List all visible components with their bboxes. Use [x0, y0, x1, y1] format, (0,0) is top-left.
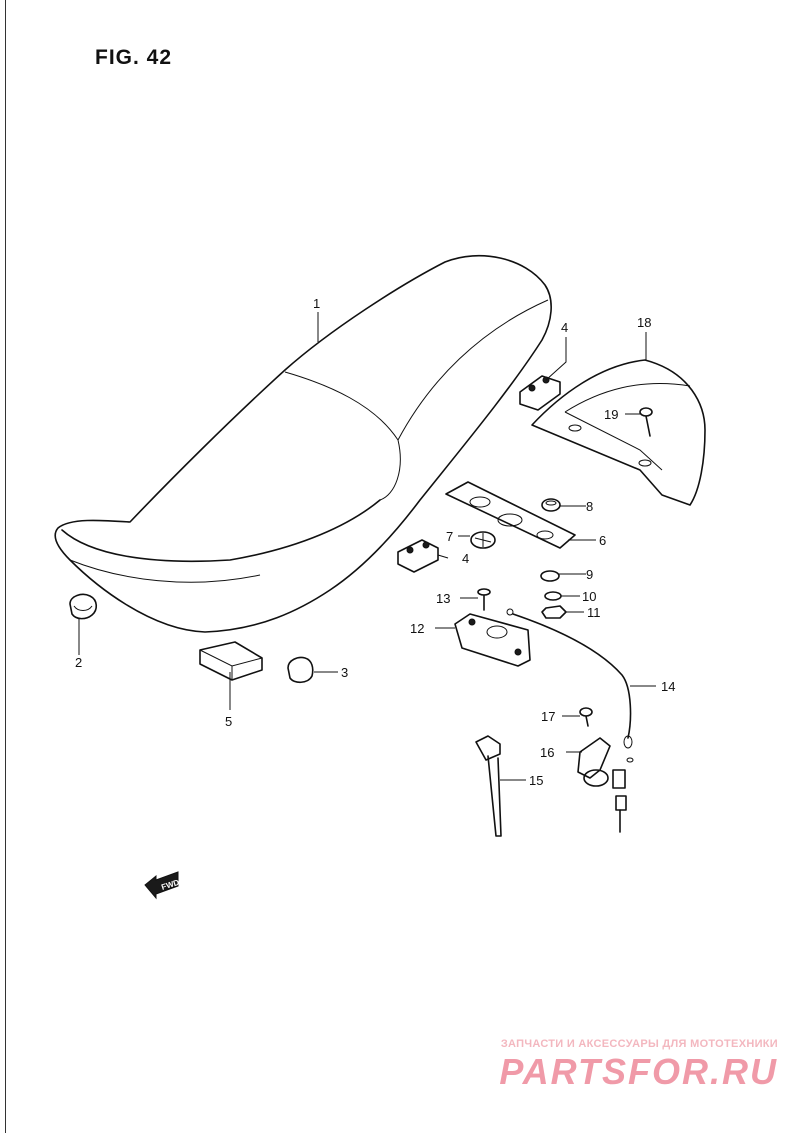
grommet-part[interactable]: [69, 593, 98, 620]
watermark-tagline: ЗАПЧАСТИ И АКСЕССУАРЫ ДЛЯ МОТОТЕХНИКИ: [500, 1038, 778, 1050]
callout-12: 12: [410, 621, 424, 636]
latch-base-part[interactable]: [454, 613, 531, 667]
callout-15: 15: [529, 773, 543, 788]
release-cable-part[interactable]: [506, 608, 634, 763]
callout-17: 17: [541, 709, 555, 724]
callout-13: 13: [436, 591, 450, 606]
nut-11-part[interactable]: [541, 605, 567, 619]
callout-2: 2: [75, 655, 82, 670]
bolt-19-part[interactable]: [639, 407, 653, 437]
figure-title: FIG. 42: [95, 46, 173, 69]
callout-14: 14: [661, 679, 675, 694]
seat-part[interactable]: [54, 254, 552, 633]
page-border: [5, 0, 6, 1133]
washer-10-part[interactable]: [544, 591, 562, 601]
forward-arrow-icon: FWD: [144, 871, 181, 900]
tail-cover-part[interactable]: [531, 359, 706, 506]
washer-9-part[interactable]: [540, 570, 560, 582]
callout-7: 7: [446, 529, 453, 544]
spacer-8-part[interactable]: [541, 498, 561, 512]
watermark-logo: PARTSFOR.RU: [499, 1051, 778, 1092]
leader-lines: [78, 312, 656, 781]
callout-5: 5: [225, 714, 232, 729]
callout-3: 3: [341, 665, 348, 680]
callout-9: 9: [586, 567, 593, 582]
callout-labels: 1 2 3 4 4 5 6 7 8 9 10 11 12 13 14 15 16…: [75, 296, 675, 788]
cushion-part[interactable]: [287, 656, 314, 684]
band-part[interactable]: [475, 735, 502, 837]
cushion-bracket-upper-part[interactable]: [519, 375, 561, 411]
callout-8: 8: [586, 499, 593, 514]
cushion-bracket-lower-part[interactable]: [397, 539, 439, 573]
block-part[interactable]: [199, 641, 263, 681]
callout-10: 10: [582, 589, 596, 604]
callout-4-lower: 4: [462, 551, 469, 566]
rubber-part[interactable]: [470, 531, 496, 549]
screw-13-part[interactable]: [477, 588, 491, 611]
callout-16: 16: [540, 745, 554, 760]
bracket-plate-part[interactable]: [445, 481, 576, 549]
callout-1: 1: [313, 296, 320, 311]
callout-11: 11: [587, 605, 601, 620]
callout-18: 18: [637, 315, 651, 330]
callout-6: 6: [599, 533, 606, 548]
seat-lock-part[interactable]: [577, 737, 627, 833]
callout-19: 19: [604, 407, 618, 422]
callout-4-upper: 4: [561, 320, 568, 335]
bolt-17-part[interactable]: [579, 707, 593, 727]
